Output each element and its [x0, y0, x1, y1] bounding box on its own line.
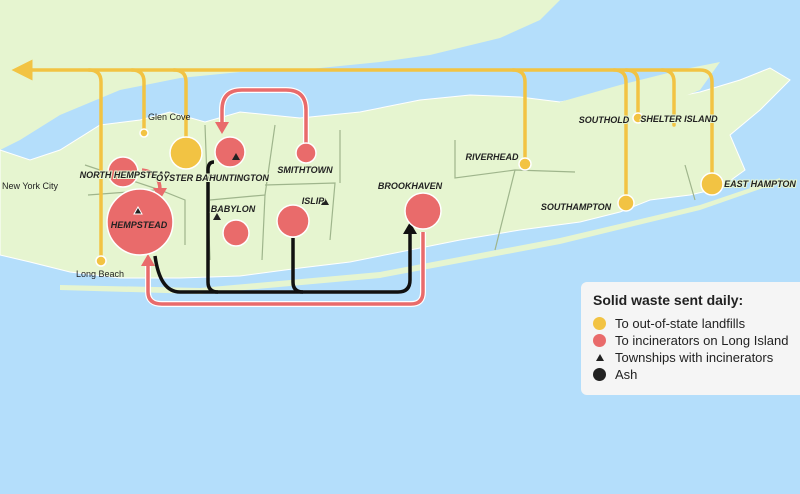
incinerator-triangles	[133, 153, 329, 220]
arrowheads-red	[141, 122, 229, 266]
islip-circle	[276, 204, 310, 238]
yellow-circle-icon	[593, 317, 606, 330]
black-circle-icon	[593, 368, 606, 381]
legend-item-townships: Townships with incinerators	[593, 349, 790, 366]
hempstead-circle	[106, 188, 174, 256]
legend-item-ash: Ash	[593, 366, 790, 383]
triangle-icon	[596, 354, 604, 361]
north-hempstead-circle	[107, 156, 139, 188]
legend-item-incinerators: To incinerators on Long Island	[593, 332, 790, 349]
babylon-circle	[222, 219, 250, 247]
label-smithtown: SMITHTOWN	[277, 165, 333, 175]
legend-item-landfills: To out-of-state landfills	[593, 315, 790, 332]
label-huntington: HUNTINGTON	[209, 173, 269, 183]
label-shelter-island: SHELTER ISLAND	[640, 114, 718, 124]
label-riverhead: RIVERHEAD	[465, 152, 519, 162]
label-oyster-bay: OYSTER BAY	[156, 173, 215, 183]
huntington-circle	[214, 136, 246, 168]
incinerator-flows	[141, 87, 426, 307]
label-long-beach: Long Beach	[76, 269, 124, 279]
legend: Solid waste sent daily: To out-of-state …	[581, 282, 800, 395]
label-glen-cove: Glen Cove	[148, 112, 191, 122]
mainland	[0, 0, 560, 150]
landfill-circles	[95, 112, 724, 267]
legend-title: Solid waste sent daily:	[593, 292, 744, 308]
red-circle-icon	[593, 334, 606, 347]
label-islip: ISLIP	[302, 196, 326, 206]
label-southampton: SOUTHAMPTON	[541, 202, 612, 212]
legend-label: To out-of-state landfills	[615, 316, 746, 331]
incinerator-circles	[106, 136, 442, 256]
label-east-hampton: EAST HAMPTON	[724, 179, 796, 189]
legend-label: Ash	[615, 367, 638, 382]
label-babylon: BABYLON	[211, 204, 256, 214]
smithtown-circle	[295, 142, 317, 164]
ash-arrowhead	[403, 222, 417, 234]
brookhaven-circle	[404, 192, 442, 230]
label-hempstead: HEMPSTEAD	[111, 220, 168, 230]
label-brookhaven: BROOKHAVEN	[378, 181, 443, 191]
town-boundaries	[84, 124, 696, 261]
legend-label: Townships with incinerators	[615, 350, 774, 365]
label-southold: SOUTHOLD	[579, 115, 630, 125]
label-new-york-city: New York City	[2, 181, 59, 191]
legend-label: To incinerators on Long Island	[615, 333, 789, 348]
label-north-hempstead: NORTH HEMPSTEAD	[80, 170, 171, 180]
ash-flows	[153, 160, 412, 294]
landfill-flows	[11, 59, 714, 258]
